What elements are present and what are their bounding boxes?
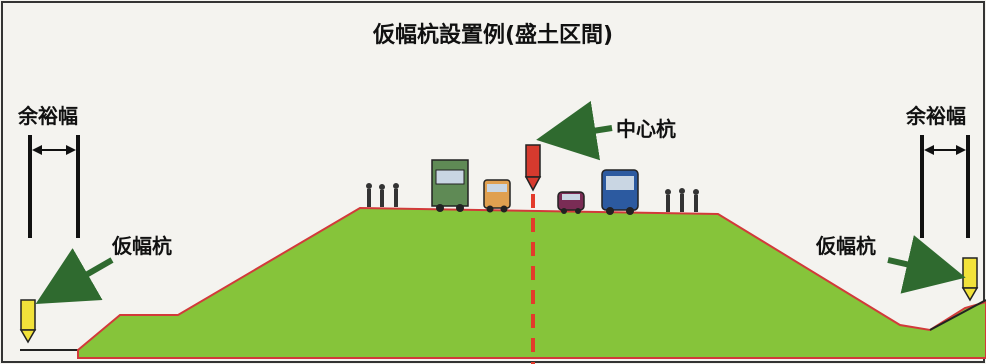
stake-left-label: 仮幅杭 (111, 234, 172, 258)
pedestrian-icon (665, 188, 699, 212)
stake-left-arrow (35, 248, 114, 304)
car-icon (557, 191, 585, 214)
pedestrian-icon (366, 183, 399, 207)
stake-right-arrow (887, 235, 966, 294)
temp-stake-left-icon (19, 299, 37, 344)
diagram-title: 仮幅杭設置例(盛土区間) (372, 22, 613, 48)
van-icon (483, 179, 511, 213)
margin-left-dimension-arrow (32, 145, 76, 155)
temp-stake-right-icon (961, 257, 979, 302)
margin-right-dimension-arrow (924, 145, 966, 155)
center-stake-label: 中心杭 (616, 117, 676, 141)
stake-right-label: 仮幅杭 (815, 234, 876, 258)
truck-icon (431, 159, 469, 212)
center-stake-arrow (536, 100, 613, 161)
ground-line-right (929, 299, 986, 331)
margin-right-label: 余裕幅 (905, 104, 966, 128)
margin-left-label: 余裕幅 (17, 104, 78, 128)
bus-icon (601, 169, 639, 215)
center-stake-icon (524, 144, 542, 192)
